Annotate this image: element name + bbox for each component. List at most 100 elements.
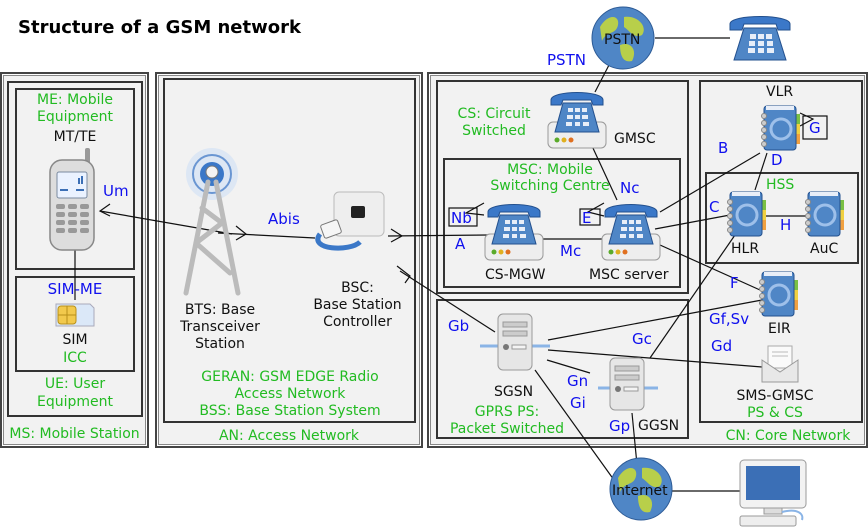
vlr-label: VLR	[766, 84, 794, 100]
msc-server-switch-icon	[601, 204, 661, 261]
ggsn-label: GGSN	[638, 418, 680, 434]
vlr-database-icon	[761, 105, 800, 151]
ggsn-server-icon	[598, 357, 658, 411]
interface-gi: Gi	[570, 394, 586, 412]
interface-a: A	[455, 235, 466, 253]
bsc-label-line3: Controller	[323, 314, 392, 330]
sim-label: SIM	[62, 332, 88, 348]
cs-label-line2: Switched	[462, 123, 526, 139]
gmsc-switch-icon	[547, 92, 607, 149]
bsc-label-line2: Base Station	[313, 297, 402, 313]
arrow-a	[390, 228, 404, 243]
link-gi	[534, 369, 615, 481]
interface-gd: Gd	[711, 337, 733, 355]
interface-sim-me: SIM-ME	[47, 280, 103, 298]
eir-label: EIR	[768, 321, 791, 337]
mt-te-label: MT/TE	[53, 129, 97, 145]
link-a	[387, 234, 489, 237]
interface-e: E	[582, 209, 592, 227]
msc-label-line1: MSC: Mobile	[507, 162, 593, 178]
auc-database-icon	[805, 191, 844, 237]
interface-gc: Gc	[632, 330, 652, 348]
telephone-icon	[729, 16, 791, 61]
gprs-label-line2: Packet Switched	[449, 421, 565, 437]
interface-mc: Mc	[560, 242, 582, 260]
pstn-globe-icon	[591, 6, 655, 70]
bts-label-line3: Station	[195, 336, 245, 352]
geran-label-line2: Access Network	[234, 386, 346, 402]
link-c	[654, 214, 731, 230]
link-nc	[591, 145, 618, 201]
loop-e	[579, 208, 601, 226]
interface-nc: Nc	[620, 179, 640, 197]
bts-label-line1: BTS: Base	[184, 302, 256, 318]
cs-mgw-switch-icon	[484, 204, 544, 261]
interface-gb: Gb	[448, 317, 470, 335]
sim-card-icon	[55, 303, 95, 327]
interface-pstn: PSTN	[547, 51, 586, 69]
arrow-abis	[235, 225, 248, 241]
mobile-phone-icon	[49, 148, 95, 251]
sgsn-server-icon	[480, 313, 550, 371]
link-b	[659, 152, 761, 213]
ue-label-line1: UE: User	[44, 376, 106, 392]
diagram-title: Structure of a GSM network	[18, 17, 301, 38]
gmsc-label: GMSC	[614, 131, 656, 147]
sgsn-label: SGSN	[494, 384, 534, 400]
link-gc	[649, 234, 736, 359]
arrow-gb	[396, 265, 411, 284]
icc-label: ICC	[63, 350, 87, 366]
me-label-line1: ME: Mobile	[36, 92, 113, 108]
region-gprs-ps	[436, 299, 689, 439]
link-gf	[547, 299, 763, 341]
ue-label-line2: Equipment	[37, 394, 113, 410]
hlr-label: HLR	[731, 241, 760, 257]
hlr-database-icon	[727, 191, 766, 237]
link-abis	[217, 232, 316, 239]
arrow-um	[98, 203, 111, 217]
cn-label: CN: Core Network	[725, 428, 851, 444]
bts-label-line2: Transceiver	[180, 319, 260, 335]
interface-b: B	[718, 139, 729, 157]
interface-g: G	[809, 119, 821, 137]
arrow-e	[586, 202, 605, 217]
interface-d: D	[771, 151, 783, 169]
internet-globe-icon	[609, 457, 673, 521]
computer-icon	[739, 459, 807, 527]
cs-mgw-label: CS-MGW	[485, 267, 546, 283]
link-gn	[546, 359, 591, 374]
ps-cs-label: PS & CS	[747, 405, 803, 421]
bsc-label-line1: BSC:	[341, 280, 374, 296]
geran-label-line1: GERAN: GSM EDGE Radio	[201, 369, 379, 385]
loop-nb	[448, 207, 478, 227]
interface-nb: Nb	[451, 209, 472, 227]
eir-database-icon	[759, 271, 798, 317]
pstn-label: PSTN	[604, 32, 641, 48]
cs-label-line1: CS: Circuit	[457, 106, 531, 122]
link-gb	[399, 270, 496, 333]
link-f	[659, 244, 761, 291]
interface-gn: Gn	[567, 372, 589, 390]
msc-label-line2: Switching Centre	[490, 178, 610, 194]
sms-envelope-icon	[761, 345, 799, 383]
msc-server-label: MSC server	[589, 267, 669, 283]
arrow-g	[799, 112, 815, 127]
bts-tower-icon	[183, 148, 241, 296]
interface-f: F	[730, 274, 739, 292]
interface-um: Um	[103, 182, 129, 200]
ms-label: MS: Mobile Station	[9, 426, 140, 442]
link-d	[754, 152, 768, 191]
loop-g	[802, 115, 828, 140]
link-gd	[547, 349, 763, 368]
sms-gmsc-label: SMS-GMSC	[736, 388, 814, 404]
auc-label: AuC	[810, 241, 839, 257]
interface-gf-sv: Gf,Sv	[709, 310, 750, 328]
arrow-nb	[464, 202, 485, 216]
interface-gp: Gp	[609, 417, 631, 435]
gprs-label-line1: GPRS PS:	[474, 404, 540, 420]
interface-abis: Abis	[268, 210, 300, 228]
me-label-line2: Equipment	[37, 109, 113, 125]
an-label: AN: Access Network	[218, 428, 360, 444]
interface-h: H	[780, 216, 792, 234]
